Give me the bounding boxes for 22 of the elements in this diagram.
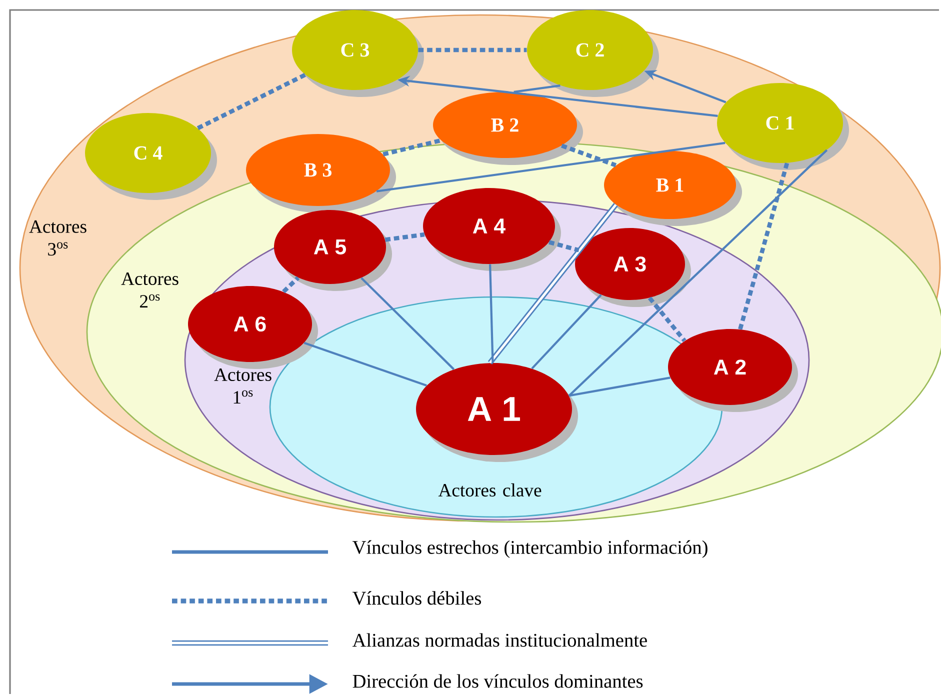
link-line xyxy=(360,277,455,370)
link-line xyxy=(531,294,602,370)
legend-text: Alianzas normadas institucionalmente xyxy=(352,633,647,647)
link-line xyxy=(738,162,790,330)
link-line xyxy=(568,149,828,397)
link-line xyxy=(488,203,618,364)
link-line xyxy=(384,232,425,242)
link-line xyxy=(382,138,442,156)
link-line xyxy=(514,84,560,94)
legend-text: Dirección de los vínculos dominantes xyxy=(352,674,643,688)
link-line xyxy=(568,376,670,397)
link-line xyxy=(196,72,306,130)
link-line xyxy=(648,296,686,342)
link-line xyxy=(376,142,726,192)
link-line xyxy=(548,240,580,252)
link-line xyxy=(418,48,527,52)
link-line xyxy=(282,276,300,294)
link-line xyxy=(304,342,427,387)
legend-text: Vínculos débiles xyxy=(352,591,481,605)
link-line xyxy=(560,144,617,168)
legend-text: Vínculos estrechos (intercambio información) xyxy=(352,540,708,558)
link-line xyxy=(488,264,494,363)
